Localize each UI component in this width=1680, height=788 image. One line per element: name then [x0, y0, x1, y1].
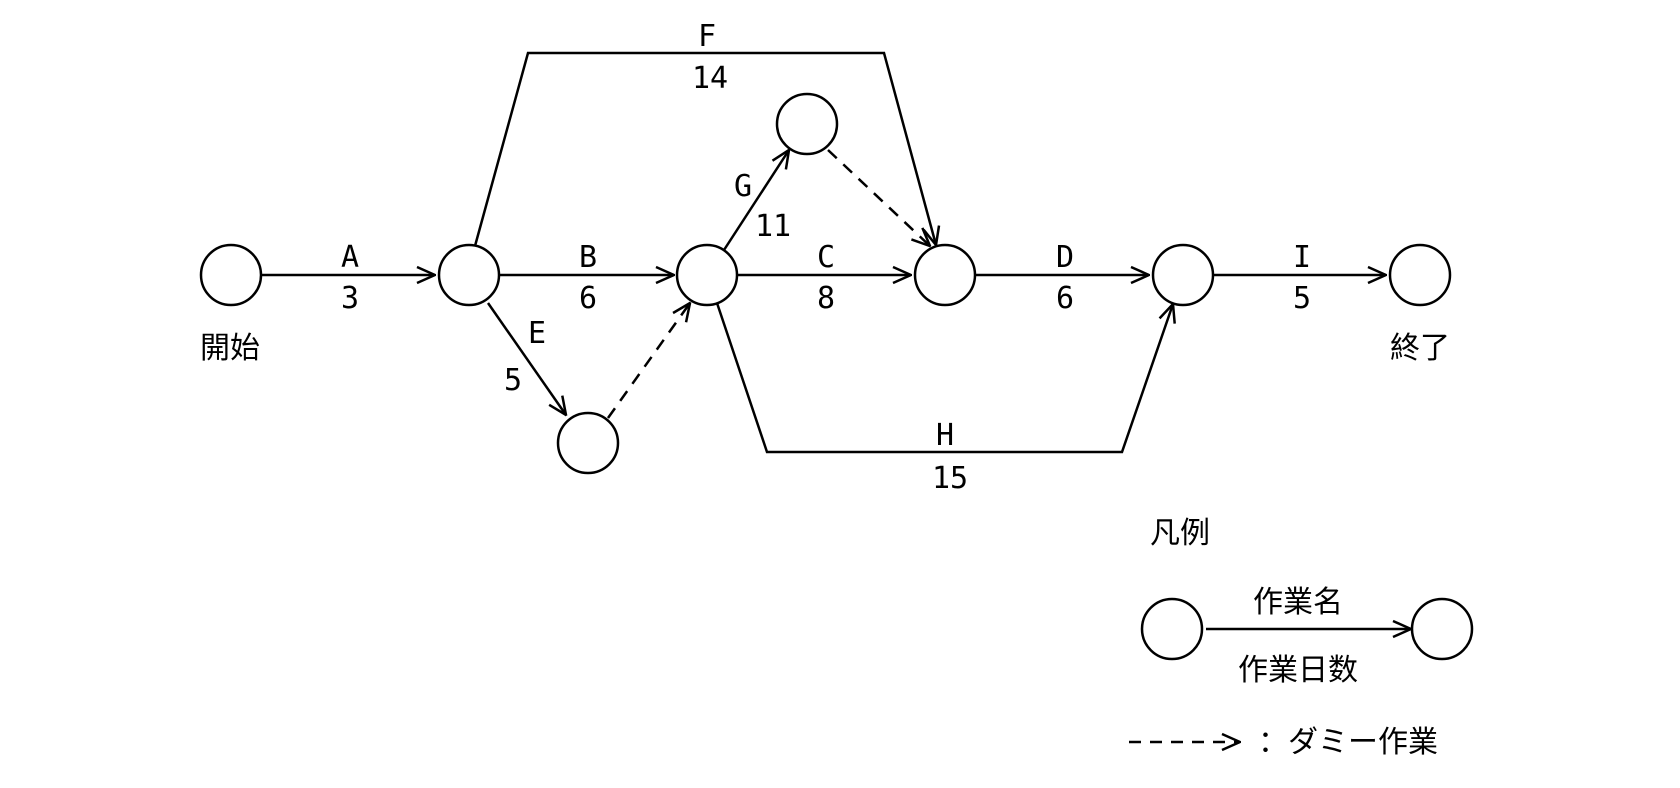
legend-activity-name: 作業名 [1253, 585, 1343, 620]
node-g-end [775, 92, 839, 156]
activity-a-name: A [341, 240, 359, 275]
node-3 [675, 243, 739, 307]
activity-e-name: E [528, 316, 546, 351]
activity-b-name: B [579, 240, 597, 275]
activity-i-name: I [1293, 240, 1311, 275]
activity-f-days: 14 [692, 61, 728, 96]
dummy-arrow-2 [827, 149, 930, 246]
node-end [1388, 243, 1452, 307]
activity-d-days: 6 [1056, 281, 1074, 316]
node-2 [437, 243, 501, 307]
node-start [199, 243, 263, 307]
activity-a-days: 3 [341, 281, 359, 316]
activity-d-name: D [1056, 240, 1074, 275]
arrow-h [715, 303, 1173, 454]
arrow-e [486, 302, 566, 415]
node-4 [913, 243, 977, 307]
node-e-end [556, 411, 620, 475]
legend-title: 凡例 [1150, 516, 1210, 551]
activity-f-name: F [698, 19, 716, 54]
start-label: 開始 [200, 331, 260, 366]
activity-g-name: G [734, 169, 752, 204]
activity-h-name: H [936, 418, 954, 453]
activity-h-days: 15 [932, 461, 968, 496]
activity-e-days: 5 [504, 363, 522, 398]
activity-g-days: 11 [755, 209, 791, 244]
activity-c-days: 8 [817, 281, 835, 316]
legend-node-left [1140, 597, 1204, 661]
dummy-arrow-1 [606, 303, 690, 419]
legend-dummy-text: ：ダミー作業 [1258, 725, 1438, 760]
end-label: 終了 [1390, 331, 1450, 366]
activity-b-days: 6 [579, 281, 597, 316]
arrow-f [473, 51, 936, 246]
legend-node-right [1410, 597, 1474, 661]
activity-i-days: 5 [1293, 281, 1311, 316]
arrow-g [722, 150, 789, 251]
node-5 [1151, 243, 1215, 307]
activity-c-name: C [817, 240, 835, 275]
legend-activity-days: 作業日数 [1238, 653, 1358, 688]
